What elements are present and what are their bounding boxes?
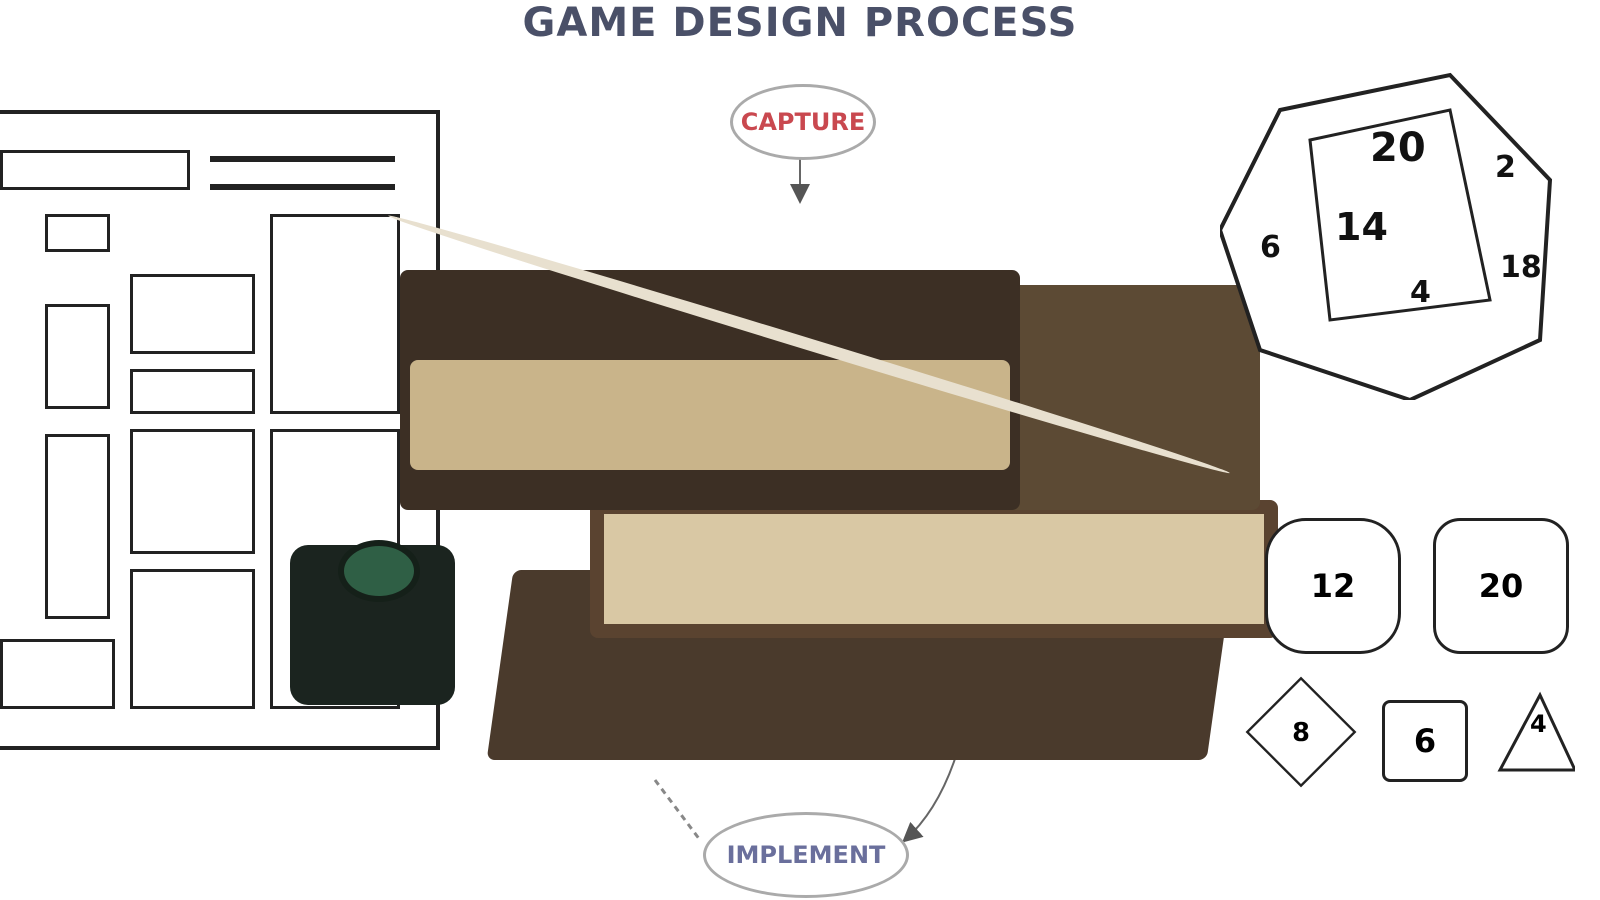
d20-sketch: 20 2 14 6 18 4 (1217, 70, 1570, 403)
d20-face: 4 (1410, 275, 1431, 310)
d8-label: 8 (1292, 716, 1310, 748)
d4-label: 4 (1530, 710, 1547, 738)
capture-node: CAPTURE (730, 84, 876, 160)
d20-face: 14 (1335, 205, 1388, 249)
d20-die: 20 (1433, 518, 1569, 654)
implement-node: IMPLEMENT (703, 812, 909, 898)
d20-face: 6 (1260, 230, 1281, 265)
d20-face: 2 (1495, 150, 1516, 185)
slide-title: GAME DESIGN PROCESS (522, 0, 1078, 46)
d12-die: 12 (1265, 518, 1401, 654)
books-image (386, 210, 1280, 780)
d20-face: 18 (1500, 250, 1542, 285)
d6-die: 6 (1382, 700, 1468, 782)
d20-face: 20 (1370, 125, 1426, 171)
dashed-connector (653, 779, 702, 841)
d4-die: 4 (1495, 690, 1578, 775)
inkwell-image (290, 540, 455, 705)
